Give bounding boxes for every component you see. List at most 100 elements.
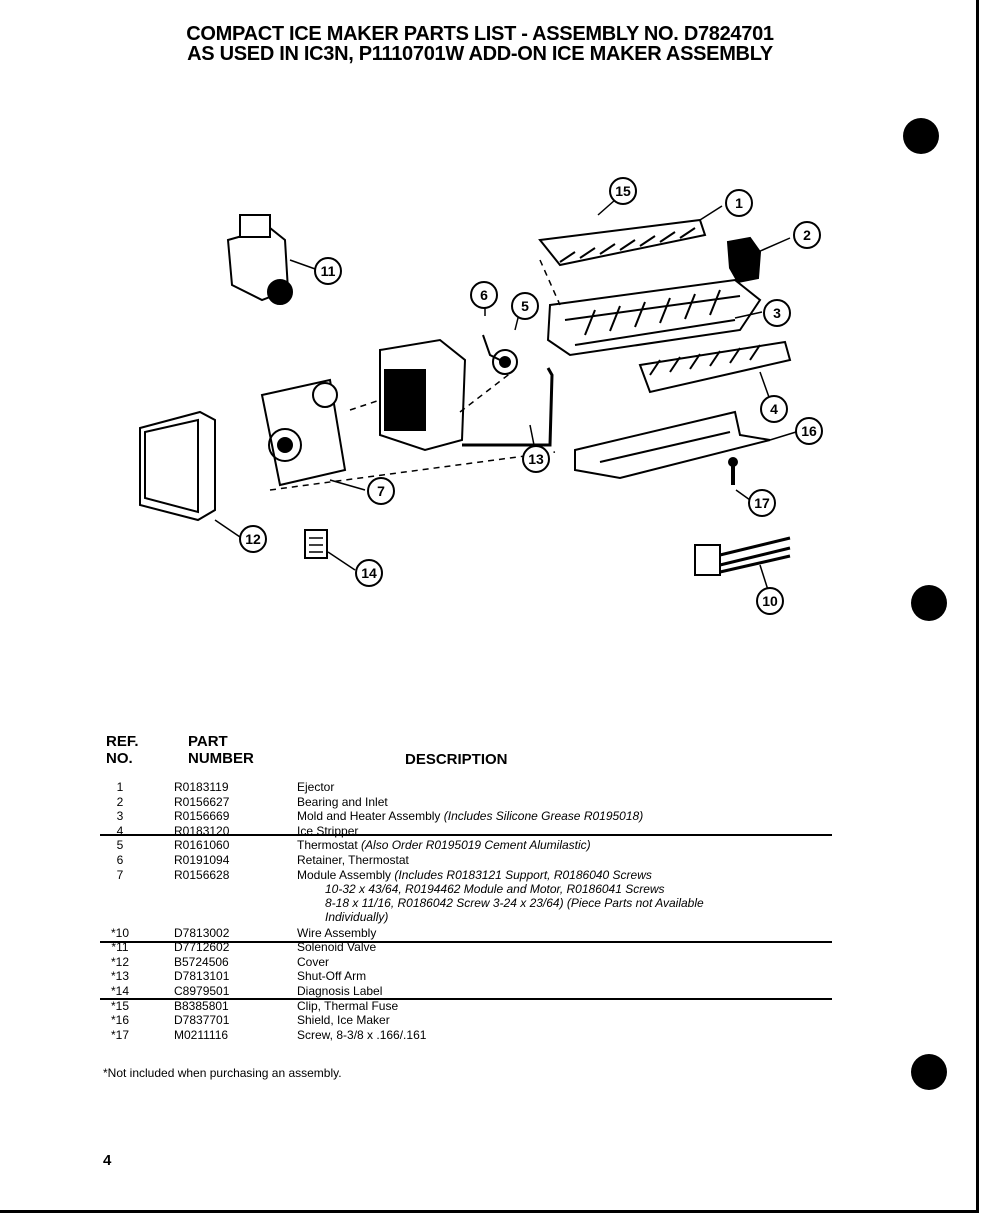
description: Shield, Ice Maker — [297, 1013, 807, 1027]
description: Wire Assembly — [297, 926, 807, 940]
wire-assembly-part — [694, 536, 791, 576]
description-note-cont: 8-18 x 11/16, R0186042 Screw 3-24 x 23/6… — [325, 895, 704, 910]
callout-13: 13 — [528, 451, 544, 467]
description-note: (Also Order R0195019 Cement Alumilastic) — [361, 838, 591, 853]
description-text: Diagnosis Label — [297, 983, 383, 998]
table-row: *15 B8385801 Clip, Thermal Fuse — [100, 999, 860, 1014]
ref-no: 3 — [116, 809, 124, 824]
table-row: 3 R0156669 Mold and Heater Assembly (Inc… — [100, 809, 860, 824]
part-number: D7837701 — [174, 1013, 230, 1028]
leader-lines — [214, 199, 797, 591]
description: Retainer, Thermostat — [297, 853, 807, 867]
callout-17: 17 — [754, 495, 770, 511]
description-text: Clip, Thermal Fuse — [297, 998, 399, 1013]
ref-no: *10 — [110, 925, 130, 940]
table-rule-line — [100, 834, 832, 836]
table-row: *14 C8979501 Diagnosis Label — [100, 984, 860, 999]
ref-no: 6 — [116, 852, 124, 867]
description-text: Wire Assembly — [297, 925, 377, 940]
description: Solenoid Valve — [297, 940, 807, 954]
description-text: Bearing and Inlet — [297, 794, 388, 809]
table-rule-line — [100, 998, 832, 1000]
header-ref-line1: REF. — [106, 733, 139, 750]
part-number: R0161060 — [174, 838, 230, 853]
table-row: 2 R0156627 Bearing and Inlet — [100, 795, 860, 810]
description: Clip, Thermal Fuse — [297, 999, 807, 1013]
screw-part — [728, 457, 738, 485]
callout-14: 14 — [361, 565, 377, 581]
description: Bearing and Inlet — [297, 795, 807, 809]
shield-part — [574, 410, 771, 480]
table-row: 1 R0183119 Ejector — [100, 780, 860, 795]
page-border — [0, 0, 979, 1213]
module-plate-part — [260, 378, 347, 487]
description-text: Retainer, Thermostat — [297, 852, 409, 867]
description-text: Module Assembly — [297, 867, 392, 882]
callout-12: 12 — [245, 531, 261, 547]
ejector-part — [538, 218, 707, 267]
ref-no: 1 — [116, 780, 124, 794]
page-title: COMPACT ICE MAKER PARTS LIST - ASSEMBLY … — [150, 24, 810, 64]
description-text: Shield, Ice Maker — [297, 1013, 390, 1028]
callout-4: 4 — [770, 401, 778, 417]
header-ref-no: REF. NO. — [106, 733, 139, 767]
ref-no: 5 — [116, 838, 124, 853]
part-number: B8385801 — [174, 998, 229, 1013]
part-number: M0211116 — [174, 1027, 229, 1042]
retainer-part — [482, 334, 501, 361]
binder-hole — [911, 585, 947, 621]
part-number: D7712602 — [174, 940, 230, 955]
part-number: B5724506 — [174, 954, 229, 969]
title-line-2: AS USED IN IC3N, P1110701W ADD-ON ICE MA… — [187, 43, 773, 65]
part-number: R0156627 — [174, 794, 230, 809]
binder-hole — [911, 1054, 947, 1090]
description-text: Cover — [297, 954, 330, 969]
part-number: C8979501 — [174, 983, 230, 998]
callout-10: 10 — [762, 593, 778, 609]
ref-no: *11 — [111, 940, 129, 955]
description-note-cont: 10-32 x 43/64, R0194462 Module and Motor… — [325, 881, 665, 896]
description-text: Mold and Heater Assembly — [297, 809, 441, 824]
cover-part — [139, 410, 216, 522]
description: Screw, 8-3/8 x .166/.161 — [297, 1028, 807, 1042]
table-row: 7 R0156628 Module Assembly (Includes R01… — [100, 868, 860, 926]
header-part-line2: NUMBER — [188, 750, 254, 767]
table-row: 4 R0183120 Ice Stripper — [100, 824, 860, 839]
header-part-number: PART NUMBER — [188, 733, 254, 767]
part-number: R0156628 — [174, 867, 230, 882]
header-description: DESCRIPTION — [405, 751, 508, 768]
part-number: R0156669 — [174, 809, 230, 824]
module-housing-part — [379, 338, 467, 452]
callout-11: 11 — [321, 263, 336, 279]
table-row: 6 R0191094 Retainer, Thermostat — [100, 853, 860, 868]
diagnosis-label-part — [304, 529, 328, 559]
part-number: R0183119 — [174, 780, 229, 794]
description-note-cont: Individually) — [325, 909, 389, 924]
description-text: Thermostat — [297, 838, 358, 853]
description-note: (Includes Silicone Grease R0195018) — [443, 809, 644, 824]
description: Shut-Off Arm — [297, 969, 807, 983]
part-number: R0191094 — [174, 852, 230, 867]
description-note: (Includes R0183121 Support, R0186040 Scr… — [394, 867, 652, 882]
parts-table: 1 R0183119 Ejector 2 R0156627 Bearing an… — [100, 780, 860, 1042]
table-row: *12 B5724506 Cover — [100, 955, 860, 970]
binder-hole — [903, 118, 939, 154]
ref-no: 2 — [116, 794, 124, 809]
callout-1: 1 — [735, 195, 743, 211]
ref-no: *16 — [110, 1013, 130, 1028]
callout-3: 3 — [773, 305, 781, 321]
assembly-guide-lines — [269, 259, 561, 491]
description: Diagnosis Label — [297, 984, 807, 998]
ref-no: *14 — [110, 983, 130, 998]
mold-heater-part — [546, 278, 762, 357]
ref-no: *15 — [110, 998, 130, 1013]
callout-16: 16 — [801, 423, 817, 439]
description-text: Screw, 8-3/8 x .166/.161 — [297, 1027, 427, 1042]
header-ref-line2: NO. — [106, 750, 133, 767]
header-part-line1: PART — [188, 733, 228, 750]
page-number: 4 — [103, 1152, 112, 1169]
callout-5: 5 — [521, 298, 529, 314]
part-number: D7813002 — [174, 925, 230, 940]
description: Thermostat (Also Order R0195019 Cement A… — [297, 838, 807, 852]
table-row: *16 D7837701 Shield, Ice Maker — [100, 1013, 860, 1028]
